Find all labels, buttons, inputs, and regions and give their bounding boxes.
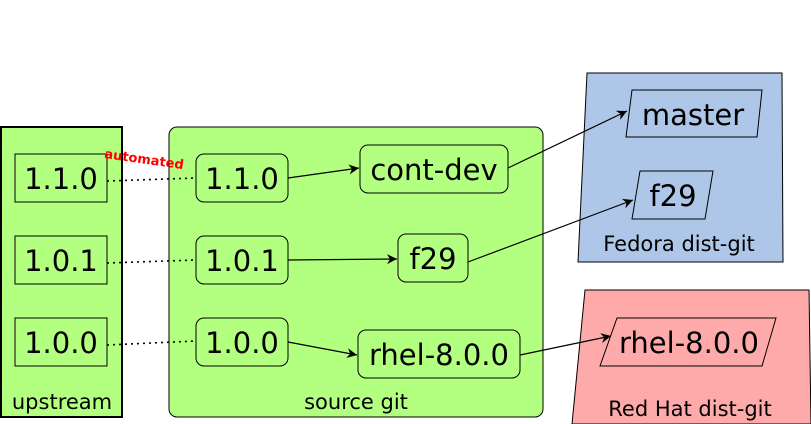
source-branch-cont-dev-label: cont-dev	[370, 153, 497, 187]
fedora-dist-git-label: Fedora dist-git	[603, 232, 755, 256]
redhat-branch-rhel-box	[599, 317, 777, 367]
arrow-rhel-to-redhat-rhel	[519, 333, 612, 356]
source-branch-rhel-label: rhel-8.0.0	[369, 338, 509, 372]
upstream-label: upstream	[12, 390, 112, 414]
arrow-version-to-rhel	[287, 341, 358, 359]
source-branch-f29-label: f29	[409, 242, 456, 276]
upstream-version-label: 1.0.1	[24, 244, 98, 278]
source-branch-rhel-box	[357, 329, 521, 379]
fedora-branch-f29-box	[631, 170, 714, 220]
fedora-dist-git-area	[577, 72, 784, 263]
arrow-cont-dev-to-master	[507, 110, 628, 169]
fedora-branch-master-label: master	[642, 98, 744, 132]
source-git-group: source git 1.1.0 1.0.1 1.0.0 cont-dev f2…	[168, 126, 544, 418]
upstream-version-box	[14, 317, 108, 367]
upstream-group: upstream 1.1.0 1.0.1 1.0.0	[0, 126, 123, 418]
arrow-f29-to-fedora-f29	[467, 198, 634, 263]
redhat-dist-git-area	[571, 289, 811, 424]
upstream-version-box	[14, 153, 108, 203]
source-git-label: source git	[304, 390, 408, 414]
source-git-area	[168, 126, 544, 418]
source-version-label: 1.0.0	[205, 326, 279, 360]
redhat-branch-rhel-label: rhel-8.0.0	[619, 326, 759, 360]
redhat-dist-git-group: Red Hat dist-git rhel-8.0.0	[571, 289, 811, 424]
source-version-label: 1.0.1	[205, 244, 279, 278]
fedora-dist-git-group: Fedora dist-git master f29	[577, 72, 784, 263]
redhat-dist-git-label: Red Hat dist-git	[608, 397, 771, 421]
upstream-version-label: 1.0.0	[24, 326, 98, 360]
upstream-version-label: 1.1.0	[24, 162, 98, 196]
upstream-version-box	[14, 235, 108, 285]
fedora-branch-master-box	[625, 89, 763, 138]
arrow-version-to-cont-dev	[287, 164, 360, 179]
source-branch-cont-dev-box	[359, 144, 509, 194]
flow-arrows	[287, 110, 634, 359]
arrow-version-to-f29	[287, 254, 398, 265]
source-version-label: 1.1.0	[205, 162, 279, 196]
fedora-branch-f29-label: f29	[649, 179, 696, 213]
source-branch-f29-box	[397, 233, 469, 283]
upstream-area	[0, 126, 123, 418]
